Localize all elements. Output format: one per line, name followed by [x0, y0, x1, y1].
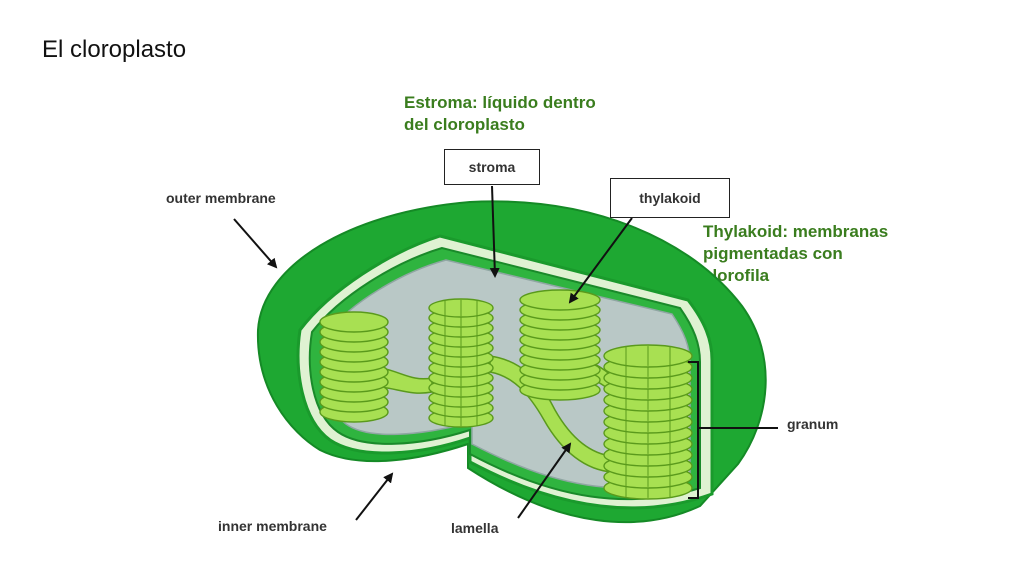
granum-bracket — [688, 361, 778, 499]
stroma-arrow — [489, 185, 500, 278]
lamella-arrow — [517, 442, 572, 519]
page-title: El cloroplasto — [42, 36, 187, 63]
outer-membrane-arrow — [233, 218, 278, 269]
stroma-annotation-line: del cloroplasto — [404, 115, 525, 134]
stroma-annotation: Estroma: líquido dentro del cloroplasto — [404, 92, 596, 136]
granum-stack-left — [319, 311, 389, 423]
granum-stack-middle — [428, 298, 494, 428]
thylakoid-disc — [319, 311, 389, 333]
inner-membrane-arrow — [355, 472, 394, 521]
thylakoid-annotation-line: pigmentadas con — [703, 244, 843, 263]
granum-label: granum — [787, 416, 839, 432]
thylakoid-annotation-line: Thylakoid: membranas — [703, 222, 889, 241]
thylakoid-disc — [519, 289, 601, 311]
outer-membrane-label: outer membrane — [166, 190, 276, 206]
inner-membrane-label: inner membrane — [218, 518, 327, 534]
granum-stack-right — [603, 344, 693, 500]
thylakoid-arrow — [568, 217, 633, 304]
granum-stack-upper-right — [519, 289, 601, 401]
stroma-annotation-line: Estroma: líquido dentro — [404, 93, 596, 112]
lamella-label: lamella — [451, 520, 499, 536]
thylakoid-annotation: Thylakoid: membranas pigmentadas con clo… — [703, 221, 888, 287]
stroma-label-box: stroma — [444, 149, 540, 185]
thylakoid-label-box: thylakoid — [610, 178, 730, 218]
